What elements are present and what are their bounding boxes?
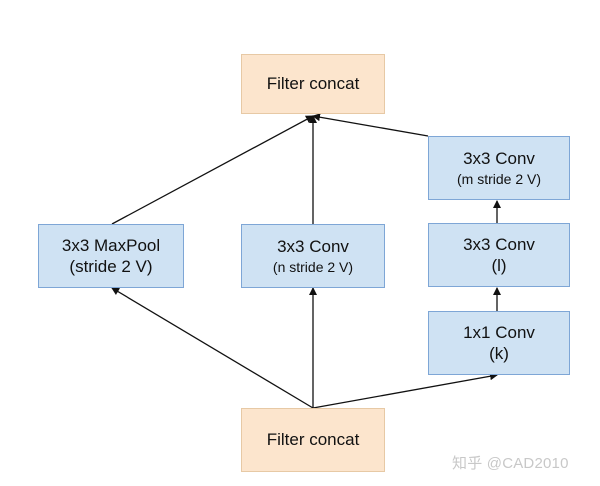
edge-bottom-to-maxpool <box>111 287 314 409</box>
maxpool-node: 3x3 MaxPool (stride 2 V) <box>38 224 184 288</box>
conv-l-subtitle: (l) <box>491 256 507 275</box>
conv-m-subtitle: (m stride 2 V) <box>456 170 541 187</box>
conv-n-node: 3x3 Conv (n stride 2 V) <box>241 224 385 288</box>
edge-maxpool-to-top <box>111 115 314 225</box>
filter-concat-top-node: Filter concat <box>241 54 385 114</box>
conv-m-title: 3x3 Conv <box>463 148 535 168</box>
conv-l-node: 3x3 Conv (l) <box>428 223 570 287</box>
filter-concat-top-label: Filter concat <box>266 74 360 94</box>
edge-conv-m-to-top <box>312 113 429 137</box>
conv-n-title: 3x3 Conv <box>277 236 349 256</box>
conv-l-title: 3x3 Conv <box>463 234 535 254</box>
conv-k-title: 1x1 Conv <box>463 322 535 342</box>
maxpool-subtitle: (stride 2 V) <box>69 257 153 276</box>
filter-concat-bottom-node: Filter concat <box>241 408 385 472</box>
maxpool-title: 3x3 MaxPool <box>61 235 161 255</box>
edge-bottom-to-conv-k <box>312 372 498 409</box>
conv-k-subtitle: (k) <box>489 344 509 363</box>
conv-k-node: 1x1 Conv (k) <box>428 311 570 375</box>
conv-n-subtitle: (n stride 2 V) <box>272 258 354 275</box>
filter-concat-bottom-label: Filter concat <box>266 430 360 450</box>
conv-m-node: 3x3 Conv (m stride 2 V) <box>428 136 570 200</box>
watermark-text: 知乎 @CAD2010 <box>452 455 569 472</box>
